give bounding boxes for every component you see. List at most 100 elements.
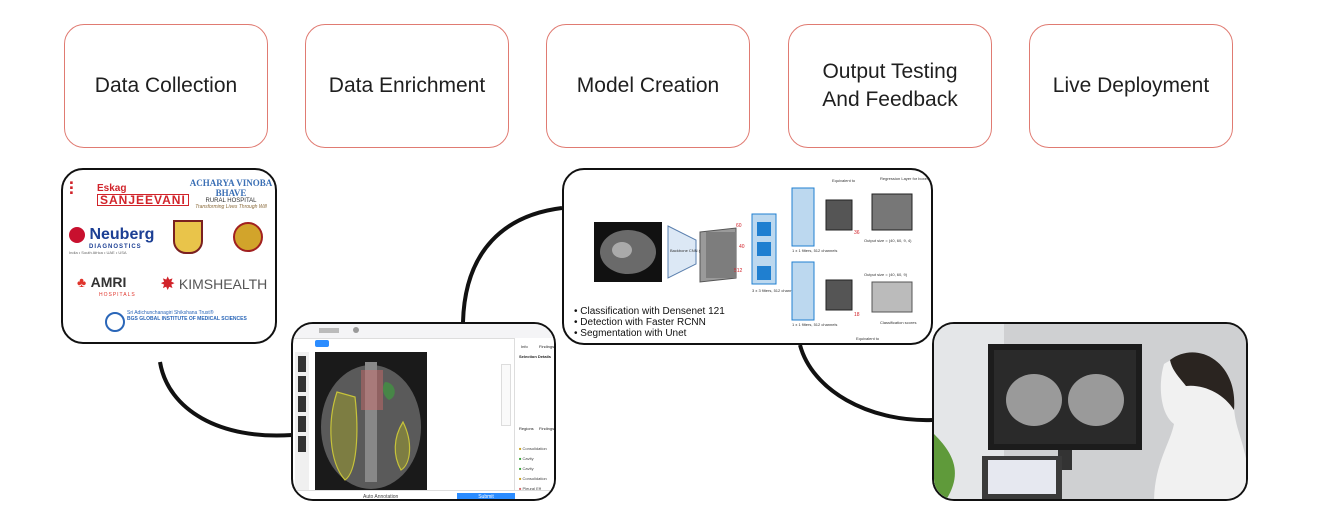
mediastinum-region <box>361 370 383 410</box>
neuberg-mark-icon <box>69 227 85 243</box>
label-item[interactable]: ■ Consolidation <box>519 476 547 481</box>
thumbnail[interactable] <box>298 356 306 372</box>
neuberg-regions: India • South Africa • UAE • USA <box>69 250 127 256</box>
connector-arc-3 <box>798 344 933 423</box>
toolbar-placeholder <box>319 328 339 333</box>
eskag-logo: ⫶ Eskag SANJEEVANI <box>69 180 189 206</box>
connector-arc-1 <box>158 361 293 438</box>
laptop-screen <box>988 460 1056 494</box>
bgs-mark-icon <box>105 312 125 332</box>
label-item[interactable]: ■ Cavity <box>519 456 534 461</box>
thumbnail-strip <box>295 352 309 492</box>
amri-name: AMRI <box>90 274 127 290</box>
neuberg-name: Neuberg <box>89 226 155 243</box>
findings-list-tab[interactable]: Findings <box>539 426 555 431</box>
dim-512-label: 512 <box>734 268 743 274</box>
stage-model-creation: Model Creation <box>546 24 750 148</box>
filters-bottom-label: 1 x 1 filters, 512 channels <box>792 322 837 327</box>
info-tab[interactable]: Info <box>521 344 528 349</box>
regions-tab[interactable]: Regions <box>519 426 534 431</box>
bgs-name: BGS GLOBAL INSTITUTE OF MEDICAL SCIENCES <box>127 316 247 322</box>
thumbnail[interactable] <box>298 396 306 412</box>
neuberg-sub: DIAGNOSTICS <box>89 244 142 251</box>
label-item[interactable]: ■ Cavity <box>519 466 534 471</box>
amri-mark-icon: ♣ <box>77 274 87 290</box>
annotation-footer: Auto Annotation Submit <box>293 490 554 500</box>
model-bullet: • Detection with Faster RCNN <box>574 317 706 328</box>
left-lung-region <box>330 391 358 481</box>
ct-organ <box>612 242 632 258</box>
label-item[interactable]: ■ Pleural Eff <box>519 486 541 491</box>
regression-label: Regression Layer for boxes <box>880 176 929 181</box>
stage-output-testing: Output Testing And Feedback <box>788 24 992 148</box>
stage-data-enrichment: Data Enrichment <box>305 24 509 148</box>
cnn-column-bottom <box>791 261 815 321</box>
eskag-mark-icon: ⫶ <box>69 179 74 199</box>
selected-tab[interactable] <box>315 340 329 347</box>
eskag-bottom-text: SANJEEVANI <box>97 194 189 206</box>
thumbnail[interactable] <box>298 416 306 432</box>
ct-scan-left <box>1006 374 1062 426</box>
output-block-top <box>825 199 853 231</box>
bgs-logo: Sri Adichunchanagiri Shikshana Trust® BG… <box>105 310 275 332</box>
stage-label: Live Deployment <box>1052 74 1210 97</box>
filters-top-label: 1 x 1 filters, 512 channels <box>792 248 837 253</box>
bgs-trust: Sri Adichunchanagiri Shikshana Trust® <box>127 310 214 316</box>
dim-60-label: 60 <box>736 223 742 229</box>
label-color-icon: ■ <box>519 466 522 471</box>
emblem-icon <box>233 222 263 252</box>
amri-sub: HOSPITALS <box>99 292 136 298</box>
acharya-tag: Transforming Lives Through Will <box>195 204 267 210</box>
cnn-filter <box>757 242 771 256</box>
dim-40-label: 40 <box>739 244 745 250</box>
green-region <box>382 382 395 400</box>
selection-details-title: Selection Details <box>519 354 552 359</box>
annotation-tool-panel: Info Findings Selection Details Regions … <box>291 322 556 501</box>
acharya-sub: RURAL HOSPITAL <box>205 198 257 204</box>
regression-stack <box>871 193 913 231</box>
submit-button[interactable]: Submit <box>457 493 515 499</box>
model-bullet-list: • Classification with Densenet 121 • Det… <box>574 306 725 339</box>
label-color-icon: ■ <box>519 456 522 461</box>
label-item[interactable]: ■ Consolidation <box>519 446 547 451</box>
crest-icon <box>173 220 203 254</box>
stage-label: Data Collection <box>94 74 238 97</box>
output-size-bottom: Output size = (40, 60, 9) <box>864 272 908 277</box>
backbone-block <box>667 225 697 279</box>
backbone-label: Backbone CNN (VGG) <box>670 248 711 253</box>
thumbnail[interactable] <box>298 436 306 452</box>
output-size-top: Output size = (40, 60, 9, 4) <box>864 238 912 243</box>
model-diagram: Backbone CNN (VGG) 60 40 512 3 x 3 filte… <box>594 176 929 341</box>
annotation-sidebar: Info Findings Selection Details Regions … <box>514 338 555 491</box>
person-hair <box>1170 352 1235 410</box>
plant <box>934 434 955 499</box>
stage-label: Data Enrichment <box>328 74 486 97</box>
dim-18-label: 18 <box>854 312 860 318</box>
equivalent-top-label: Equivalent to <box>832 178 856 183</box>
ct-scan-right <box>1068 374 1124 426</box>
deployment-photo-panel <box>932 322 1248 501</box>
classification-stack <box>871 281 913 313</box>
acharya-logo: ACHARYA VINOBA BHAVE RURAL HOSPITAL Tran… <box>185 178 275 210</box>
thumbnail[interactable] <box>298 376 306 392</box>
deployment-photo <box>934 324 1246 499</box>
output-block-bottom <box>825 279 853 311</box>
dim-36-label: 36 <box>854 230 860 236</box>
auto-annotation-text[interactable]: Auto Annotation <box>363 494 399 500</box>
cnn-filter <box>757 222 771 236</box>
findings-tab[interactable]: Findings <box>539 344 555 349</box>
partner-logos-panel: ⫶ Eskag SANJEEVANI ACHARYA VINOBA BHAVE … <box>61 168 277 344</box>
toolbar-dot-icon <box>353 327 359 333</box>
kims-mark-icon: ✸ <box>161 276 175 293</box>
label-list: ■ Consolidation ■ Cavity ■ Cavity ■ Cons… <box>519 444 547 494</box>
chest-xray-image[interactable] <box>315 352 427 492</box>
label-color-icon: ■ <box>519 446 522 451</box>
filters-mid-label: 3 x 3 filters, 512 channels <box>752 288 797 293</box>
neuberg-logo: Neuberg DIAGNOSTICS India • South Africa… <box>69 226 154 255</box>
feature-map-front <box>706 232 736 278</box>
classification-label: Classification scores <box>880 320 916 325</box>
stage-live-deployment: Live Deployment <box>1029 24 1233 148</box>
stage-label: Model Creation <box>576 74 720 97</box>
tool-palette[interactable] <box>501 364 511 426</box>
